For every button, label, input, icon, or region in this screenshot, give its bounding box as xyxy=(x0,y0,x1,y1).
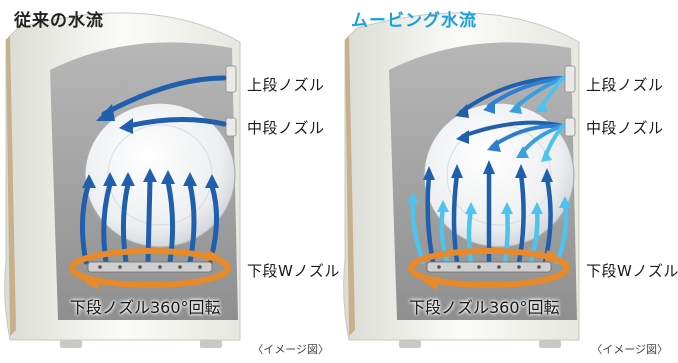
lower-w-nozzle-label: 下段Wノズル xyxy=(247,262,340,280)
rotation-ring xyxy=(408,248,570,288)
upper-nozzle-cap xyxy=(225,65,237,93)
upper-flow-arrowhead xyxy=(96,104,115,121)
dishwasher-illustration xyxy=(4,12,241,348)
middle-nozzle-cap xyxy=(225,117,237,137)
middle-flow-arrow xyxy=(125,117,227,129)
rotation-label: 下段ノズル360°回転 xyxy=(70,298,221,317)
panel-conventional: 従来の水流 上段ノズル 中段ノズル 下段Wノズル 下段ノズル360°回転 〈イメ… xyxy=(4,11,340,356)
rotation-label: 下段ノズル360°回転 xyxy=(409,298,560,317)
middle-nozzle-cap xyxy=(564,117,576,137)
upper-flow-arrow xyxy=(101,75,227,117)
rotation-ring xyxy=(69,248,231,288)
upper-flow-fan-arrowheads xyxy=(455,100,548,118)
middle-flow-fan-arrowheads xyxy=(456,130,552,162)
panel-title: 従来の水流 xyxy=(14,11,104,31)
upper-nozzle-label: 上段ノズル xyxy=(247,76,325,94)
panel-title: ムービング水流 xyxy=(351,11,477,31)
lower-nozzle-bar xyxy=(87,261,213,273)
middle-nozzle-label: 中段ノズル xyxy=(247,119,325,137)
lower-nozzle-bar xyxy=(426,261,552,273)
upper-nozzle-cap xyxy=(564,65,576,93)
dishwasher-illustration xyxy=(343,12,580,348)
panel-moving-flow: ムービング水流 上段ノズル 中段ノズル 下段Wノズル 下段ノズル360°回転 〈… xyxy=(339,0,678,363)
image-caption: 〈イメージ図〉 xyxy=(252,343,329,356)
vertical-flow-arrowheads xyxy=(82,168,219,188)
housing-trim xyxy=(6,36,16,336)
middle-nozzle-label: 中段ノズル xyxy=(586,119,664,137)
lower-w-nozzle-label: 下段Wノズル xyxy=(586,262,678,280)
middle-flow-arrowhead xyxy=(119,118,133,134)
vertical-flow-arrows xyxy=(410,167,569,265)
housing-trim xyxy=(345,36,355,336)
upper-nozzle-label: 上段ノズル xyxy=(586,76,664,94)
vertical-flow-arrowheads xyxy=(407,160,571,214)
image-caption: 〈イメージ図〉 xyxy=(591,343,668,356)
